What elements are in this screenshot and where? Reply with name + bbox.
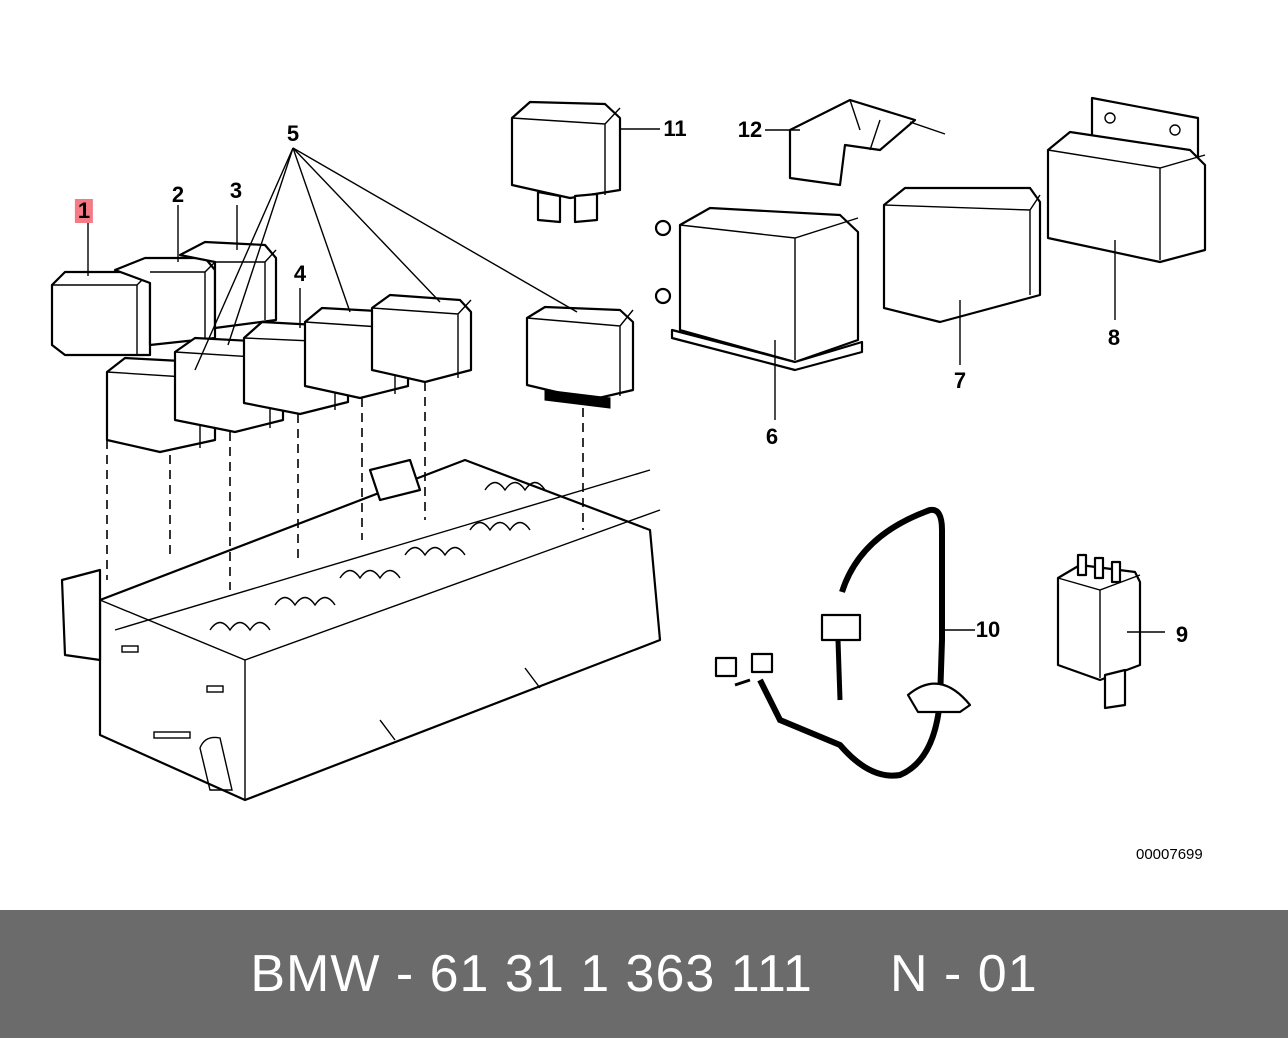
callout-10: 10 (975, 617, 1001, 642)
leader-lines-5 (87, 147, 578, 371)
relay-8 (1046, 96, 1207, 320)
callout-2: 2 (171, 182, 185, 207)
bracket-12 (765, 98, 946, 187)
relay-7 (882, 186, 1042, 365)
relay-9 (1056, 553, 1165, 710)
callout-12: 12 (737, 117, 763, 142)
callout-1: 1 (74, 199, 94, 223)
callout-6: 6 (765, 424, 779, 449)
diagram-drawing (50, 96, 1207, 802)
callout-3: 3 (229, 178, 243, 203)
callout-8: 8 (1107, 325, 1121, 350)
relay-5c (525, 305, 635, 409)
callout-9: 9 (1175, 622, 1189, 647)
callout-7: 7 (953, 368, 967, 393)
relay-1 (50, 270, 152, 357)
diagram-reference-code: 00007699 (1136, 846, 1203, 863)
relay-3 (178, 240, 278, 330)
callout-5: 5 (286, 121, 300, 146)
relay-6 (654, 206, 864, 420)
relay-box-base (60, 458, 662, 802)
part-number-footer: BMW - 61 31 1 363 111 N - 01 (0, 910, 1288, 1038)
relay-5b (370, 293, 473, 384)
sensor-10 (714, 506, 975, 779)
part-number-text: BMW - 61 31 1 363 111 N - 01 (250, 945, 1038, 1003)
callout-4: 4 (293, 261, 307, 286)
parts-diagram: 1 2 3 4 5 6 7 8 9 10 11 12 00007699 (50, 96, 1207, 863)
callout-11: 11 (663, 116, 687, 141)
assembly-lines (106, 382, 584, 590)
relay-11 (510, 100, 660, 224)
